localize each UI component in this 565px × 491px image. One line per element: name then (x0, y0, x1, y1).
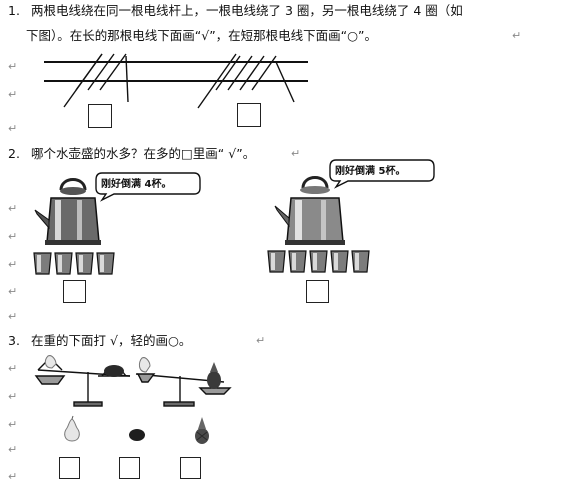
q2-mark-a: ↵ (8, 202, 18, 215)
kettle-left-icon (34, 178, 101, 245)
left-pole (63, 53, 129, 108)
q1-line2: 下图）。在长的那根电线下面画“√”，在短那根电线下面画“○”。 (26, 28, 378, 43)
q2-mark-b: ↵ (8, 230, 18, 243)
scale-right-pear (138, 357, 151, 373)
q3-number: 3. (8, 333, 20, 348)
cup-icon (309, 250, 328, 273)
speech-bubble-left (95, 172, 201, 202)
cup-icon (330, 250, 349, 273)
q3-mark-c: ↵ (8, 418, 18, 431)
q2-answer-box-right[interactable] (306, 280, 329, 303)
q3-mark-d: ↵ (8, 443, 18, 456)
q2-mark-e: ↵ (8, 310, 18, 323)
cup-icon (351, 250, 370, 273)
cup-row-svg (267, 250, 370, 273)
q2-paragraph-mark: ↵ (291, 147, 301, 160)
q1-answer-box-left[interactable] (88, 104, 112, 128)
q3-answer-box-pineapple[interactable] (180, 457, 201, 479)
scale-left-kiwi (104, 365, 124, 377)
q2-answer-box-left[interactable] (63, 280, 86, 303)
q2-mark-d: ↵ (8, 285, 18, 298)
cup-icon (96, 252, 115, 275)
q1-mark-c: ↵ (8, 122, 18, 135)
q1-mark-b: ↵ (8, 88, 18, 101)
cup-icon (75, 252, 94, 275)
cups-right-row (267, 250, 372, 278)
cup-icon (54, 252, 73, 275)
speech-bubble-left-text: 刚好倒满 4杯。 (101, 179, 172, 190)
q1-number: 1. (8, 3, 20, 18)
q3-mark-a: ↵ (8, 362, 18, 375)
scale-right (135, 373, 232, 407)
scale-left-pear (44, 355, 57, 369)
cups-left-row (33, 252, 117, 280)
cup-icon (288, 250, 307, 273)
cup-icon (33, 252, 52, 275)
cup-icon (267, 250, 286, 273)
pineapple-icon (195, 417, 209, 444)
q3-mark-e: ↵ (8, 470, 18, 483)
q1-paragraph-mark: ↵ (512, 29, 522, 42)
right-pole (197, 53, 295, 109)
q1-mark-a: ↵ (8, 60, 18, 73)
q1-line1: 两根电线绕在同一根电线杆上，一根电线绕了 3 圈，另一根电线绕了 4 圈（如 (31, 3, 463, 18)
q1-answer-box-right[interactable] (237, 103, 261, 127)
q3-text: 在重的下面打 √，轻的画○。 (31, 333, 192, 348)
q2-number: 2. (8, 146, 20, 161)
pear-icon (64, 415, 80, 442)
cup-row-svg (33, 252, 115, 275)
kettle-right-icon (274, 176, 345, 245)
q3-mark-b: ↵ (8, 390, 18, 403)
q3-paragraph-mark: ↵ (256, 334, 266, 347)
speech-bubble-right (329, 159, 435, 189)
q1-wires-illustration (44, 53, 308, 109)
scale-right-pineapple (207, 362, 221, 389)
q2-mark-c: ↵ (8, 258, 18, 271)
balance-scales-illustration (34, 355, 232, 407)
q2-text: 哪个水壶盛的水多？在多的□里画“ √”。 (31, 146, 256, 161)
kiwi-icon (129, 429, 145, 441)
q3-answer-box-kiwi[interactable] (119, 457, 140, 479)
q3-answer-box-pear[interactable] (59, 457, 80, 479)
speech-bubble-right-text: 刚好倒满 5杯。 (335, 166, 406, 177)
